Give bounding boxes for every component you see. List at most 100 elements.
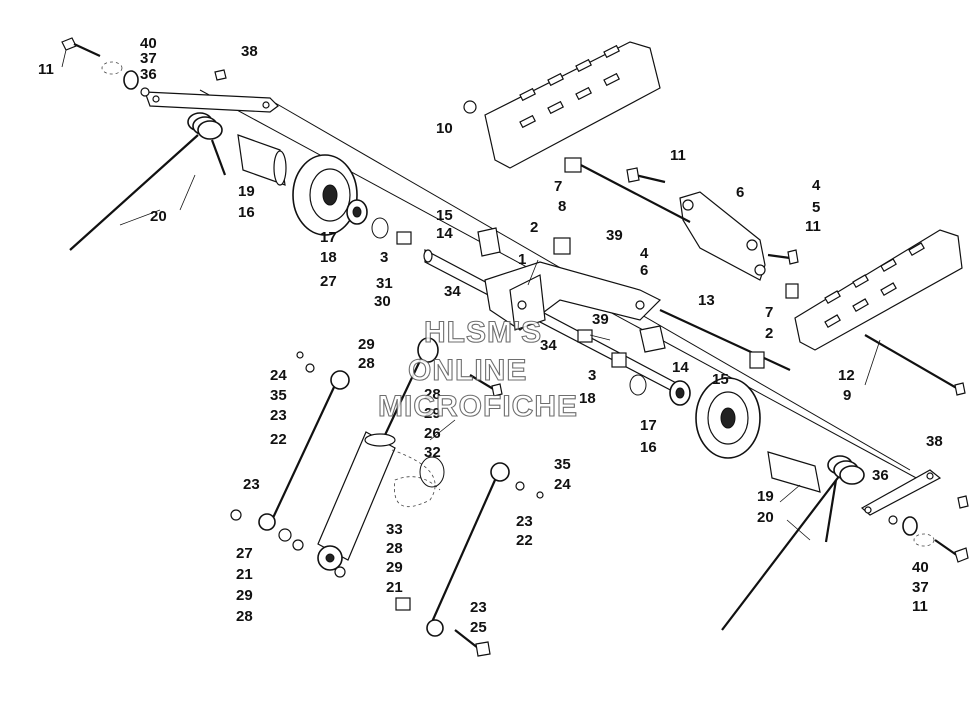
callout-26: 26 bbox=[424, 425, 441, 442]
callout-30: 30 bbox=[374, 293, 391, 310]
callout-29-lower-left: 29 bbox=[236, 587, 253, 604]
left-washer-set bbox=[101, 61, 227, 97]
shock-spring-dashed bbox=[391, 449, 445, 508]
callout-10: 10 bbox=[436, 120, 453, 137]
callout-2-upper: 2 bbox=[530, 219, 538, 236]
right-spring-bushing bbox=[767, 451, 821, 493]
right-link-rod bbox=[334, 462, 544, 637]
watermark-line-3: MICROFICHE bbox=[378, 390, 578, 423]
left-bearing bbox=[346, 199, 368, 225]
callout-36-top-left: 36 bbox=[140, 66, 157, 83]
callout-7-lower: 7 bbox=[765, 304, 773, 321]
callout-16-top: 16 bbox=[238, 204, 255, 221]
left-snap-ring bbox=[371, 217, 389, 239]
callout-38-right: 38 bbox=[926, 433, 943, 450]
callout-13: 13 bbox=[698, 292, 715, 309]
callout-8: 8 bbox=[558, 198, 566, 215]
callout-34-upper: 34 bbox=[444, 283, 461, 300]
callout-18-top: 18 bbox=[320, 249, 337, 266]
watermark: HLSM'S ONLINE MICROFICHE bbox=[377, 315, 578, 423]
left-wheel bbox=[292, 154, 358, 236]
callout-25: 25 bbox=[470, 619, 487, 636]
center-bolts bbox=[463, 100, 966, 397]
callout-4-mid: 4 bbox=[640, 245, 649, 262]
callout-5: 5 bbox=[812, 199, 820, 216]
callout-35-right: 35 bbox=[554, 456, 571, 473]
left-link-rod bbox=[230, 351, 350, 551]
leader-lines bbox=[61, 49, 881, 541]
callout-23-left-mid: 23 bbox=[243, 476, 260, 493]
callout-24-left: 24 bbox=[270, 367, 287, 384]
callout-23-left-upper: 23 bbox=[270, 407, 287, 424]
left-torsion-spring bbox=[69, 112, 227, 251]
callout-16-mid: 16 bbox=[640, 439, 657, 456]
callout-38-top-left: 38 bbox=[241, 43, 258, 60]
callout-20-lower: 20 bbox=[757, 509, 774, 526]
callout-28-mid: 28 bbox=[424, 386, 441, 403]
right-bearing bbox=[669, 380, 691, 406]
callout-6-upper: 6 bbox=[736, 184, 744, 201]
right-wheel bbox=[695, 377, 761, 459]
callout-27-left: 27 bbox=[320, 273, 337, 290]
watermark-line-2: ONLINE bbox=[408, 354, 527, 387]
callout-23-right-upper: 23 bbox=[516, 513, 533, 530]
callout-11-right: 11 bbox=[805, 218, 821, 235]
callout-3-mid: 3 bbox=[588, 367, 596, 384]
right-bracket bbox=[679, 191, 766, 281]
right-torsion-spring bbox=[721, 455, 865, 631]
spacer-blocks bbox=[396, 227, 666, 353]
watermark-line-1: HLSM'S bbox=[424, 316, 542, 349]
callout-22-right: 22 bbox=[516, 532, 533, 549]
callout-29-mid: 29 bbox=[424, 405, 441, 422]
callout-15-top: 15 bbox=[436, 207, 453, 224]
callout-18-mid: 18 bbox=[579, 390, 596, 407]
right-bolt bbox=[934, 495, 969, 563]
callout-23-right-lower: 23 bbox=[470, 599, 487, 616]
callout-11-right-lower: 11 bbox=[912, 598, 928, 615]
callout-32: 32 bbox=[424, 444, 441, 461]
callout-12: 12 bbox=[838, 367, 855, 384]
lower-rail-plate bbox=[794, 229, 963, 351]
callout-17-mid: 17 bbox=[640, 417, 657, 434]
shock-absorber bbox=[317, 337, 439, 571]
callout-21-left: 21 bbox=[236, 566, 253, 583]
callout-39-upper: 39 bbox=[606, 227, 623, 244]
callout-19-top: 19 bbox=[238, 183, 255, 200]
callout-27-lower: 27 bbox=[236, 545, 253, 562]
callout-31: 31 bbox=[376, 275, 393, 292]
callout-9: 9 bbox=[843, 387, 851, 404]
callout-19-lower: 19 bbox=[757, 488, 774, 505]
callout-37-right: 37 bbox=[912, 579, 929, 596]
callout-15-mid: 15 bbox=[712, 371, 729, 388]
lower-bolt bbox=[454, 629, 491, 657]
upper-cross-rod bbox=[553, 157, 691, 255]
callout-6-mid: 6 bbox=[640, 262, 648, 279]
callout-34-mid: 34 bbox=[540, 337, 557, 354]
callout-11-top-left: 11 bbox=[38, 61, 54, 78]
callout-29-upper: 29 bbox=[358, 336, 375, 353]
callout-28-upper: 28 bbox=[358, 355, 375, 372]
callout-40-top-left: 40 bbox=[140, 35, 157, 52]
callout-3-top: 3 bbox=[380, 249, 388, 266]
callout-2-lower: 2 bbox=[765, 325, 773, 342]
right-snap-ring bbox=[629, 374, 647, 396]
callout-28-lower: 28 bbox=[386, 540, 403, 557]
left-spring-bushing bbox=[237, 134, 287, 186]
callout-14-mid: 14 bbox=[672, 359, 689, 376]
left-bolt bbox=[61, 37, 101, 57]
callout-35-left: 35 bbox=[270, 387, 287, 404]
callout-20-top: 20 bbox=[150, 208, 167, 225]
callout-21-mid: 21 bbox=[386, 579, 403, 596]
right-spring-pivot-plate bbox=[860, 469, 942, 516]
callout-40-right: 40 bbox=[912, 559, 929, 576]
callout-1: 1 bbox=[518, 251, 526, 268]
callout-37-top-left: 37 bbox=[140, 50, 157, 67]
callout-29-lower-mid: 29 bbox=[386, 559, 403, 576]
callout-labels: 11 40 37 36 38 10 11 7 8 6 4 5 11 19 16 … bbox=[38, 35, 943, 636]
right-washer-set bbox=[888, 515, 935, 547]
lower-cross-rod bbox=[577, 283, 799, 371]
main-pivot-bracket bbox=[484, 261, 662, 331]
left-spring-pivot-plate bbox=[144, 91, 279, 113]
callout-17-top: 17 bbox=[320, 229, 337, 246]
